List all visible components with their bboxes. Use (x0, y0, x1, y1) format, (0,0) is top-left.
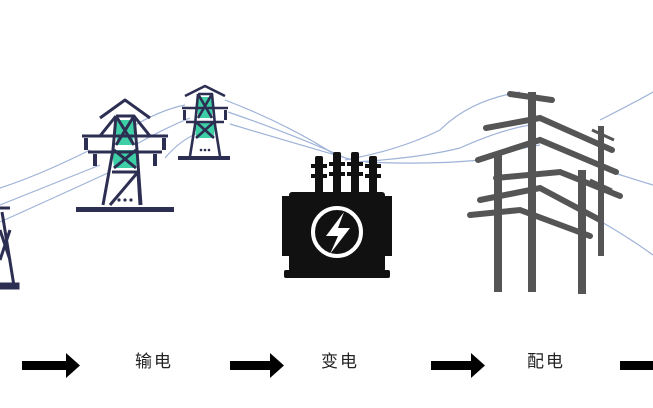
arrow-right-icon (22, 353, 80, 378)
stage-label-distribution: 配电 (527, 352, 565, 372)
stage-label-substation: 变电 (321, 352, 359, 372)
transmission-tower-icon (0, 206, 20, 290)
flow-arrows (22, 353, 653, 378)
transmission-tower-icon (76, 98, 174, 212)
arrow-right-icon (431, 353, 485, 378)
transmission-tower-icon (178, 84, 230, 160)
arrow-right-icon (620, 361, 653, 370)
stage-label-transmission: 输电 (135, 352, 173, 372)
power-wires (0, 91, 653, 256)
transformer-icon (282, 152, 392, 278)
arrow-right-icon (230, 353, 284, 378)
utility-pole-icon (467, 91, 623, 294)
